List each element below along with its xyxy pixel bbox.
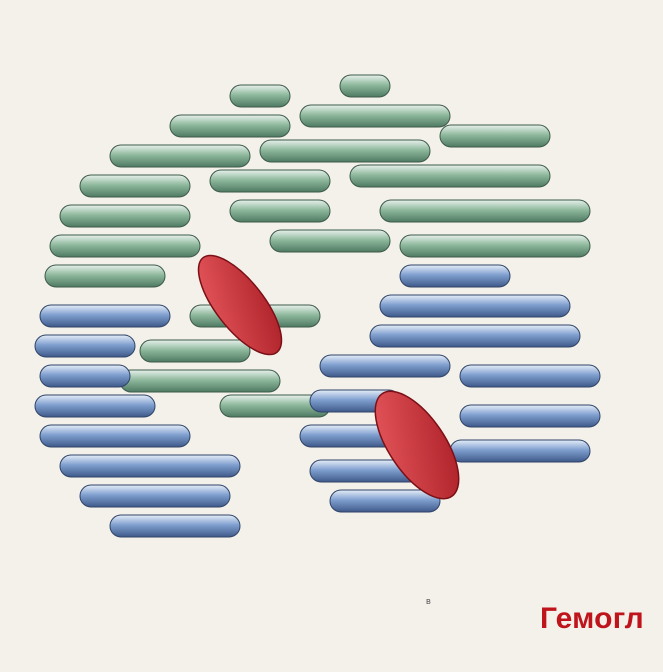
panel-letter: в [426,596,431,606]
beta-chain-ribbons [35,265,600,537]
slide-caption: Гемогл [540,602,644,636]
hemoglobin-illustration [20,60,620,580]
